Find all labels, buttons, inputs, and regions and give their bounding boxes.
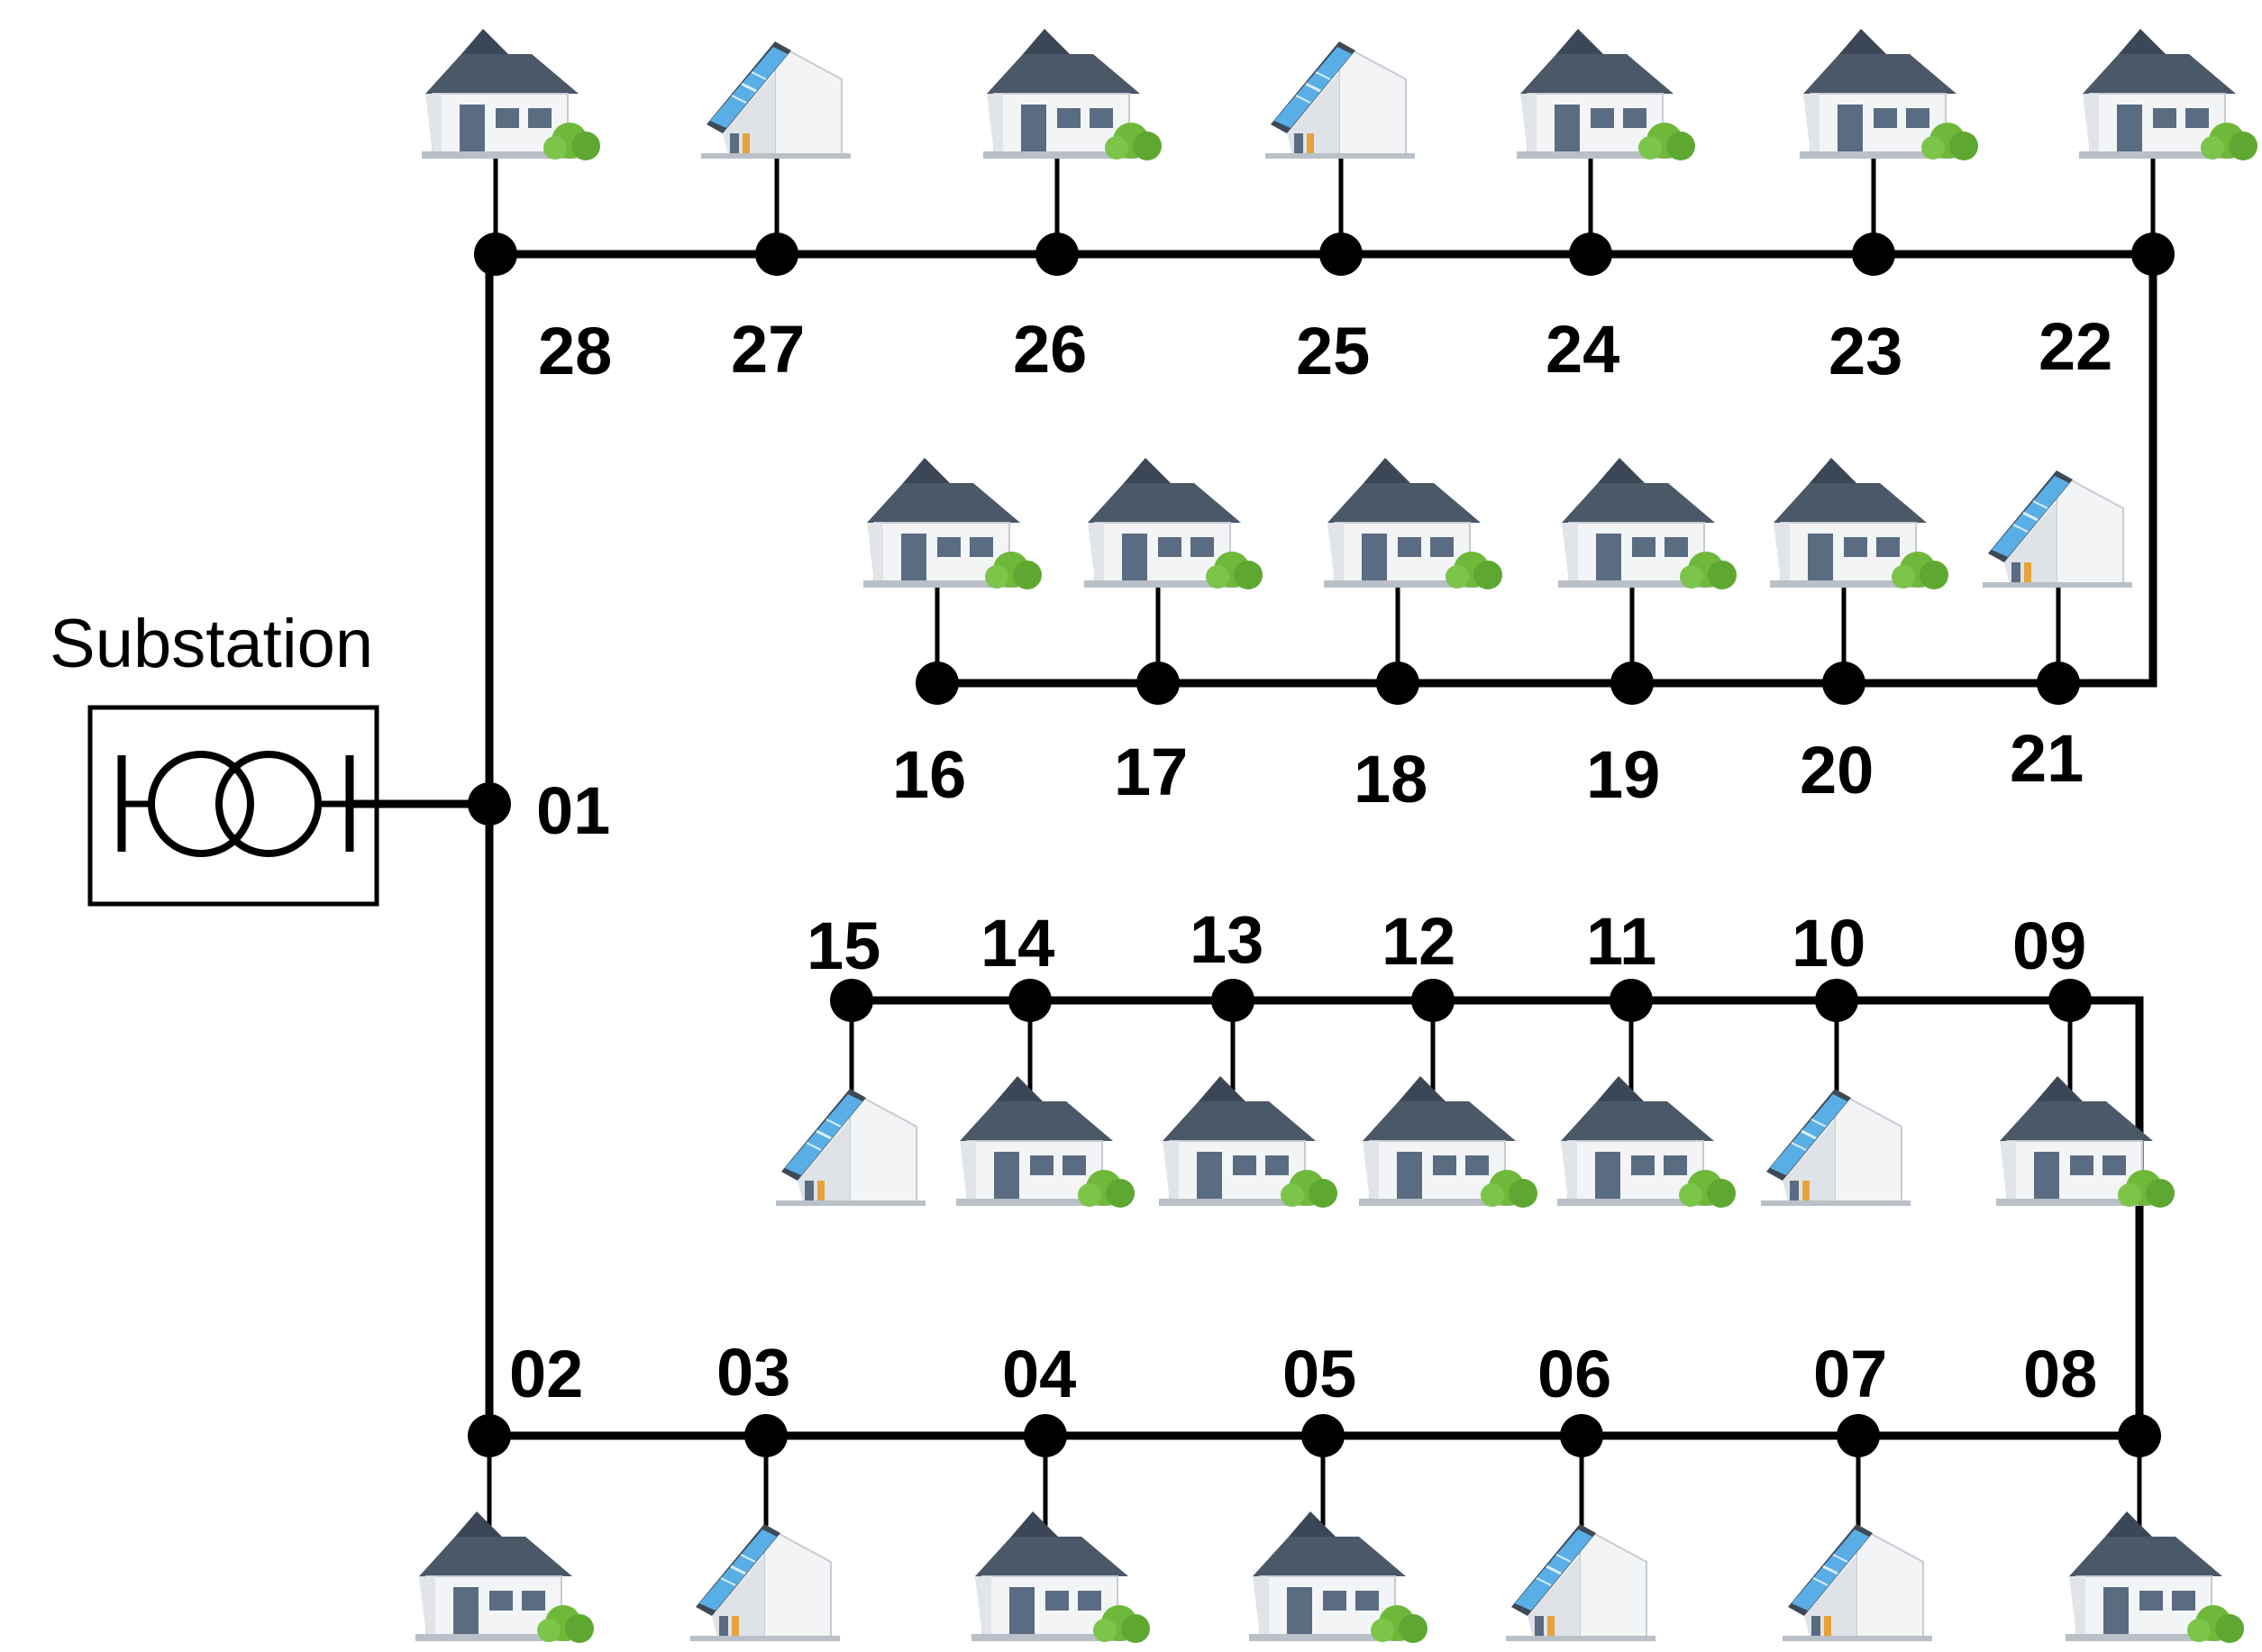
house-icon-12 (1358, 1075, 1538, 1209)
bus-node-18 (1376, 662, 1419, 705)
bus-node-14 (1008, 979, 1052, 1022)
bus-label-25: 25 (1296, 314, 1370, 388)
bus-label-02: 02 (509, 1337, 583, 1411)
house-icon-26 (982, 28, 1163, 161)
bus-node-19 (1610, 662, 1654, 705)
bus-label-26: 26 (1013, 312, 1087, 387)
bus-node-02 (468, 1414, 511, 1457)
bus-label-11: 11 (1586, 904, 1656, 979)
bus-label-13: 13 (1190, 902, 1263, 977)
bus-label-17: 17 (1114, 735, 1188, 809)
solar-house-icon-15 (774, 1087, 927, 1208)
bus-node-20 (1822, 662, 1865, 705)
bus-node-07 (1837, 1414, 1880, 1457)
bus-node-22 (2131, 233, 2175, 276)
bus-label-09: 09 (2012, 908, 2086, 983)
bus-label-05: 05 (1282, 1337, 1356, 1411)
bus-node-27 (755, 233, 798, 276)
solar-house-icon-27 (699, 40, 853, 160)
house-icon-05 (1248, 1511, 1428, 1644)
bus-label-12: 12 (1382, 904, 1455, 979)
node-labels: 01 02 03 04 05 06 07 08 09 10 11 12 13 14 15 16 17 18 19 20… (509, 309, 2112, 1411)
house-icon-13 (1158, 1075, 1338, 1209)
house-icon-19 (1557, 457, 1738, 590)
transformer-icon (117, 751, 354, 857)
bus-node-24 (1569, 233, 1612, 276)
bus-node-25 (1319, 233, 1363, 276)
bus-node-23 (1852, 233, 1895, 276)
bus-node-28 (474, 233, 517, 276)
bus-node-26 (1035, 233, 1079, 276)
bus-label-14: 14 (981, 906, 1054, 981)
house-icon-16 (862, 457, 1043, 590)
bus-label-03: 03 (716, 1335, 790, 1410)
bus-node-17 (1136, 662, 1180, 705)
bus-label-10: 10 (1792, 906, 1865, 981)
bus-node-04 (1024, 1414, 1067, 1457)
bus-label-23: 23 (1829, 314, 1902, 388)
bus-node-16 (916, 662, 959, 705)
bus-node-15 (830, 979, 873, 1022)
bus-label-16: 16 (892, 737, 966, 812)
bus-label-07: 07 (1813, 1337, 1887, 1411)
bus-label-28: 28 (538, 314, 612, 388)
bus-node-21 (2037, 662, 2080, 705)
solar-house-icon-03 (689, 1522, 842, 1643)
bus-label-21: 21 (2010, 721, 2084, 796)
bus-label-18: 18 (1354, 742, 1427, 817)
bus-node-01 (468, 782, 511, 826)
solar-house-icon-07 (1781, 1522, 1934, 1643)
bus-node-11 (1610, 979, 1653, 1022)
house-icon-08 (2065, 1511, 2245, 1644)
bus-label-15: 15 (807, 908, 880, 983)
bus-node-13 (1211, 979, 1254, 1022)
house-icon-23 (1799, 28, 1979, 161)
house-icon-17 (1083, 457, 1263, 590)
bus-label-27: 27 (731, 312, 805, 387)
bus-node-03 (744, 1414, 788, 1457)
bus-label-24: 24 (1546, 312, 1619, 387)
bus-label-04: 04 (1002, 1337, 1076, 1411)
nodes (468, 233, 2175, 1457)
substation-label: Substation (50, 606, 373, 682)
substation: Substation (50, 606, 379, 907)
bus-label-01: 01 (536, 773, 610, 848)
house-icon-09 (1995, 1075, 2175, 1209)
bus-node-05 (1301, 1414, 1345, 1457)
bus-label-20: 20 (1800, 733, 1874, 808)
bus-node-09 (2048, 979, 2092, 1022)
feeder-lines (351, 250, 2157, 1440)
solar-house-icon-25 (1263, 40, 1417, 160)
house-icon-11 (1556, 1075, 1737, 1209)
bus-label-08: 08 (2023, 1337, 2097, 1411)
house-icon-04 (971, 1511, 1151, 1644)
bus-node-10 (1815, 979, 1858, 1022)
solar-house-icon-10 (1759, 1087, 1912, 1208)
house-icon-02 (415, 1511, 595, 1644)
bus-label-19: 19 (1586, 737, 1660, 812)
solar-house-icon-06 (1504, 1522, 1657, 1643)
house-drops (487, 155, 2156, 1526)
bus-label-06: 06 (1537, 1337, 1611, 1411)
house-icon-28 (421, 28, 601, 161)
solar-house-icon-21 (1981, 469, 2134, 589)
house-icon-22 (2078, 28, 2258, 161)
bus-node-12 (1411, 979, 1455, 1022)
bus-label-22: 22 (2039, 309, 2112, 384)
house-icon-18 (1323, 457, 1503, 590)
house-icon-14 (955, 1075, 1136, 1209)
house-icon-24 (1516, 28, 1696, 161)
bus-node-06 (1560, 1414, 1603, 1457)
bus-node-08 (2118, 1414, 2161, 1457)
house-icon-20 (1769, 457, 1949, 590)
